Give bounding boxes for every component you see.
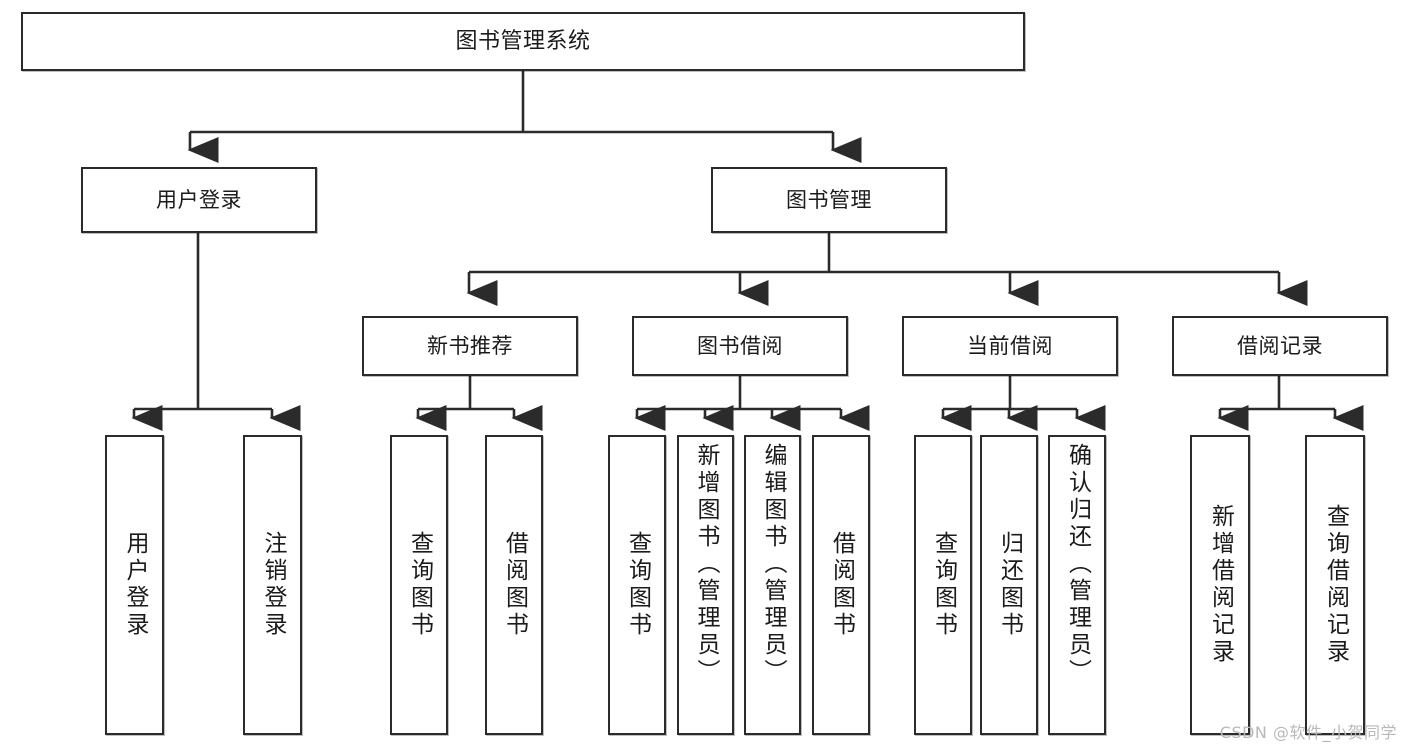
- node-leaf-borrow-book-2[interactable]: 借阅图书: [812, 435, 870, 735]
- node-leaf-query-book-2[interactable]: 查询图书: [608, 435, 666, 735]
- node-new-book-recommend[interactable]: 新书推荐: [362, 316, 578, 376]
- node-root-label: 图书管理系统: [455, 28, 591, 54]
- node-leaf-return-book[interactable]: 归还图书: [980, 435, 1038, 735]
- node-leaf-query-record-label: 查询借阅记录: [1322, 504, 1349, 666]
- node-new-book-recommend-label: 新书推荐: [427, 333, 513, 358]
- node-leaf-borrow-book-2-label: 借阅图书: [828, 531, 855, 639]
- node-current-borrow-label: 当前借阅: [967, 333, 1053, 358]
- node-leaf-add-book-label: 新增图书（管理员）: [693, 443, 719, 686]
- node-leaf-add-book[interactable]: 新增图书（管理员）: [677, 435, 734, 735]
- node-root[interactable]: 图书管理系统: [21, 12, 1025, 71]
- node-leaf-borrow-book-1[interactable]: 借阅图书: [485, 435, 543, 735]
- node-leaf-user-logout-label: 注销登录: [260, 531, 286, 639]
- node-leaf-borrow-book-1-label: 借阅图书: [501, 531, 528, 639]
- node-leaf-query-book-3-label: 查询图书: [930, 531, 957, 639]
- node-leaf-add-record-label: 新增借阅记录: [1207, 504, 1234, 666]
- node-leaf-return-book-label: 归还图书: [996, 531, 1023, 639]
- node-leaf-edit-book-label: 编辑图书（管理员）: [760, 443, 786, 686]
- node-leaf-query-book-2-label: 查询图书: [624, 531, 651, 639]
- node-current-borrow[interactable]: 当前借阅: [902, 316, 1118, 376]
- node-leaf-confirm-return-label: 确认归还（管理员）: [1064, 443, 1091, 686]
- node-borrow-record[interactable]: 借阅记录: [1172, 316, 1388, 376]
- node-book-manage-label: 图书管理: [786, 187, 872, 212]
- node-leaf-query-book-1-label: 查询图书: [406, 531, 433, 639]
- node-book-manage[interactable]: 图书管理: [711, 167, 947, 233]
- node-leaf-query-book-1[interactable]: 查询图书: [390, 435, 448, 735]
- node-leaf-query-book-3[interactable]: 查询图书: [914, 435, 972, 735]
- node-leaf-user-login[interactable]: 用户登录: [105, 435, 164, 735]
- node-book-borrow-label: 图书借阅: [697, 333, 783, 358]
- watermark-text: CSDN @软件_小贺同学: [1219, 723, 1397, 742]
- node-leaf-query-record[interactable]: 查询借阅记录: [1305, 435, 1365, 735]
- node-user-login-label: 用户登录: [156, 187, 242, 212]
- node-leaf-user-logout[interactable]: 注销登录: [243, 435, 302, 735]
- node-borrow-record-label: 借阅记录: [1237, 333, 1323, 358]
- node-book-borrow[interactable]: 图书借阅: [632, 316, 848, 376]
- node-leaf-user-login-label: 用户登录: [122, 531, 148, 639]
- node-user-login[interactable]: 用户登录: [81, 167, 317, 233]
- node-leaf-add-record[interactable]: 新增借阅记录: [1190, 435, 1250, 735]
- node-leaf-confirm-return[interactable]: 确认归还（管理员）: [1048, 435, 1106, 735]
- node-leaf-edit-book[interactable]: 编辑图书（管理员）: [744, 435, 801, 735]
